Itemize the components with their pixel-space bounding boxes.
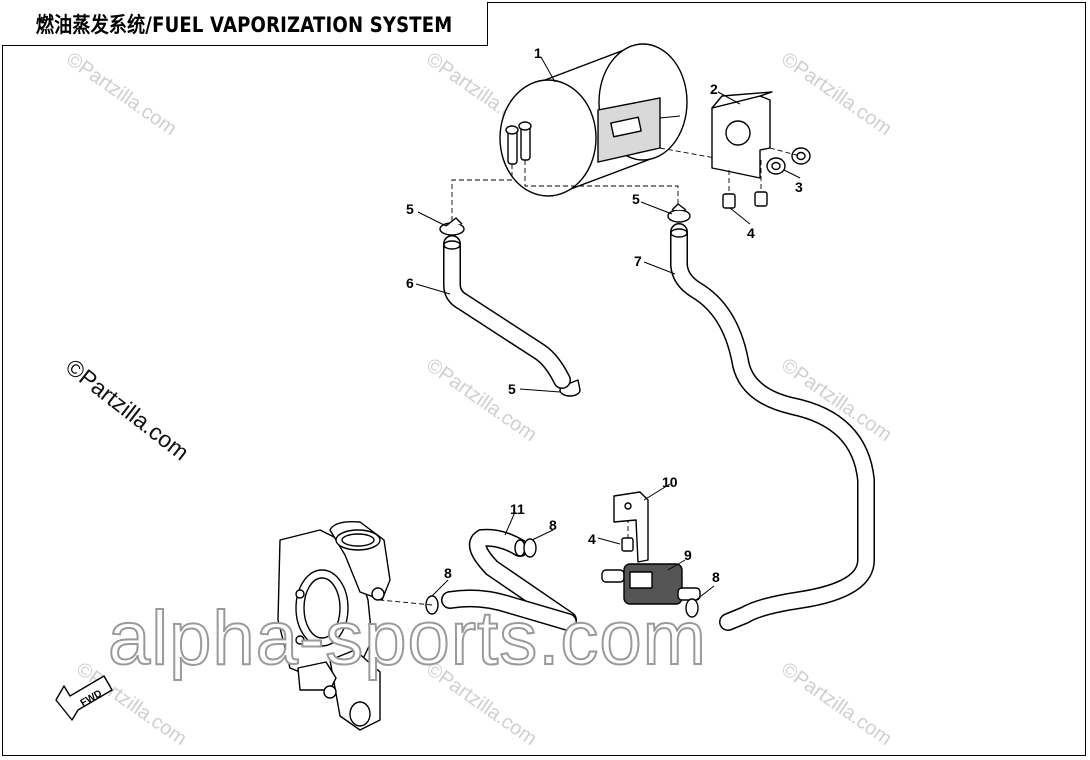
callout-10: 10 [662, 474, 678, 490]
intake-manifold [277, 520, 391, 731]
callout-8: 8 [712, 569, 720, 585]
callout-8: 8 [444, 565, 452, 581]
callout-5: 5 [508, 381, 516, 397]
callout-6: 6 [406, 275, 414, 291]
watermark-tile: ©Partzilla.com [777, 658, 895, 750]
callout-11: 11 [510, 501, 525, 517]
callout-3: 3 [795, 179, 803, 195]
vent-hose [443, 235, 571, 389]
canister [499, 43, 688, 197]
callout-leaders [415, 56, 801, 601]
callout-1: 1 [534, 45, 542, 61]
intake-hose [441, 528, 577, 631]
nut [766, 147, 811, 175]
bracket [659, 91, 773, 179]
watermark-alpha-sports: alpha-sports.com [108, 596, 707, 681]
callout-8: 8 [549, 517, 557, 533]
callout-7: 7 [634, 253, 642, 269]
watermark-tile: ©Partzilla.com [422, 354, 540, 446]
bolt [621, 160, 768, 552]
watermark-tile: ©Partzilla.com [777, 48, 895, 140]
title-box: 燃油蒸发系统/FUEL VAPORIZATION SYSTEM [2, 2, 488, 46]
watermark-partzilla: ©Partzilla.com [61, 353, 194, 465]
callout-4: 4 [747, 225, 755, 241]
page-title: 燃油蒸发系统/FUEL VAPORIZATION SYSTEM [36, 12, 453, 37]
purge-hose [670, 223, 875, 631]
hose-clamp [439, 203, 691, 397]
callout-2: 2 [710, 81, 718, 97]
purge-valve [601, 563, 701, 605]
watermark-tile: ©Partzilla.com [62, 48, 180, 140]
callout-9: 9 [684, 547, 692, 563]
callouts: 1 2 3 4 4 5 5 5 6 7 8 8 8 9 10 11 [406, 45, 803, 585]
callout-5: 5 [632, 191, 640, 207]
hose-clamp-small [379, 538, 699, 618]
valve-bracket [613, 491, 649, 563]
callout-5: 5 [406, 201, 414, 217]
connection-guides [451, 160, 679, 226]
callout-4: 4 [588, 531, 596, 547]
